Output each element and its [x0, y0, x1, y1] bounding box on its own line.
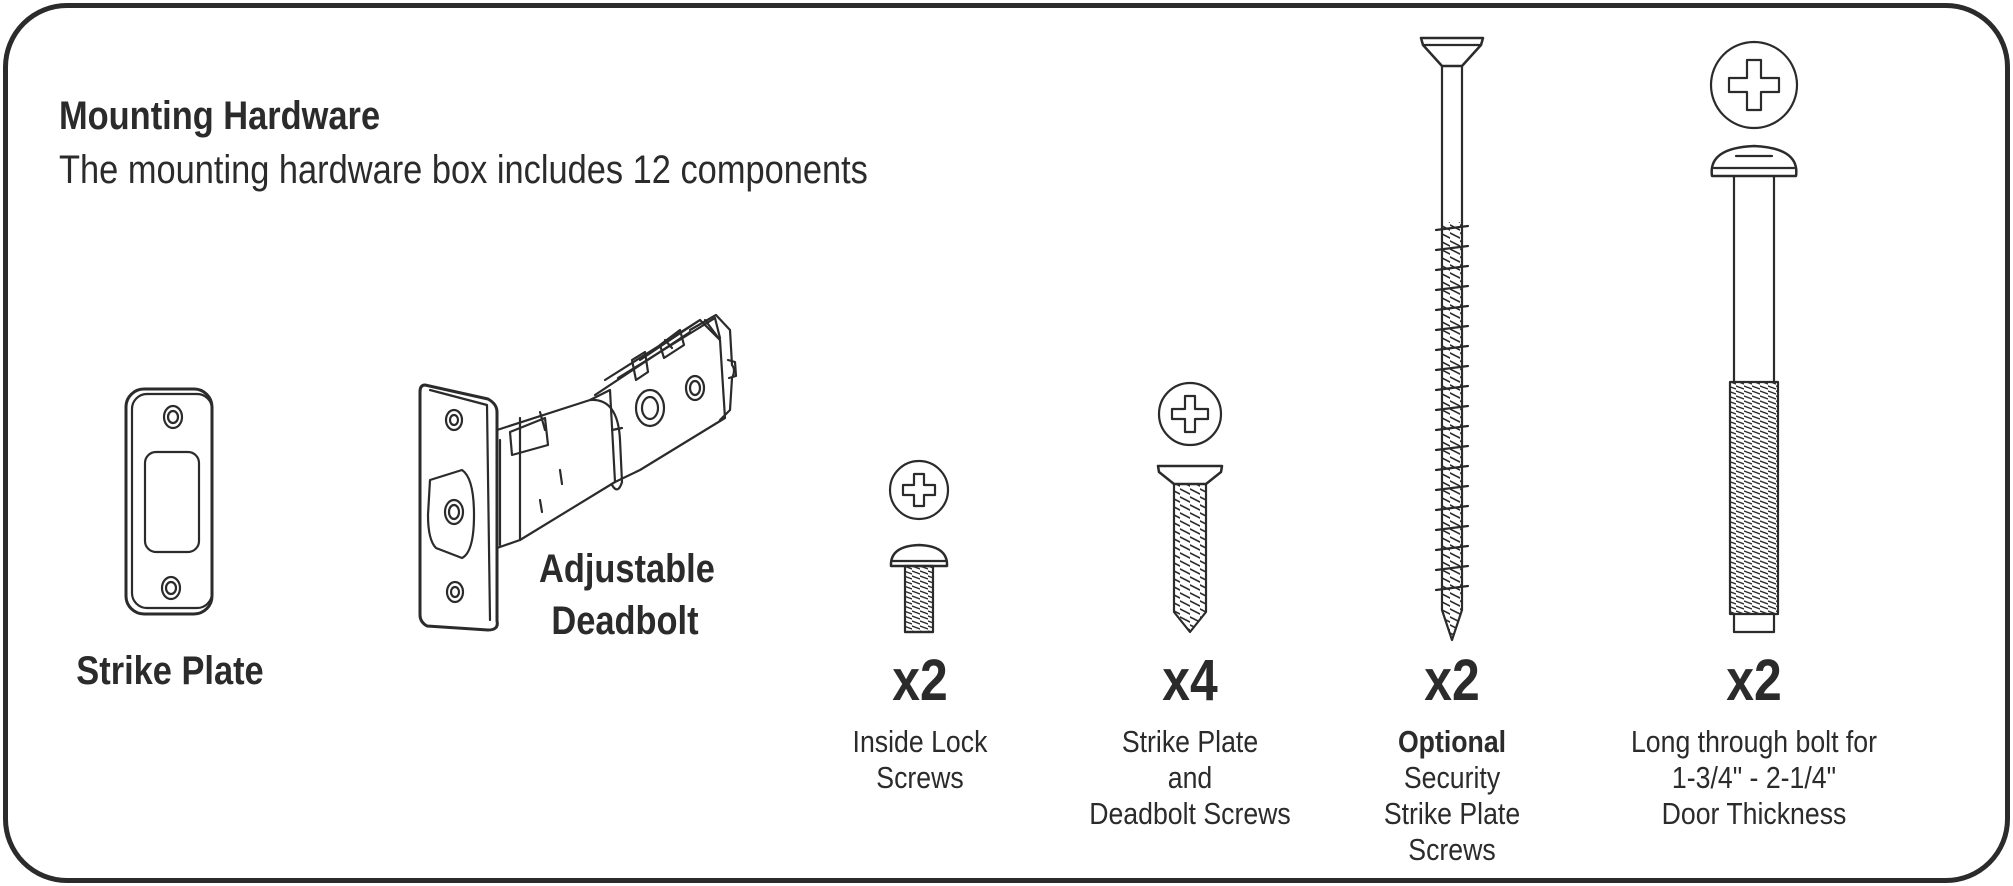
page-title: Mounting Hardware [59, 94, 381, 138]
through-bolt-desc-line1: Long through bolt for [1630, 724, 1878, 759]
security-screw-desc-line2: Security [1403, 760, 1501, 795]
through-bolt-illustration [1709, 40, 1799, 634]
strike-plate-screw-desc-line3: Deadbolt Screws [1089, 796, 1291, 831]
security-screw-optional-label: Optional [1397, 724, 1507, 759]
strike-plate-screw-desc-line1: Strike Plate [1121, 724, 1259, 759]
strike-plate-screw-quantity: x4 [1162, 648, 1218, 713]
deadbolt-label-line1: Adjustable [539, 547, 715, 591]
through-bolt-quantity: x2 [1726, 648, 1782, 713]
strike-plate-label: Strike Plate [76, 649, 264, 693]
deadbolt-label-line2: Deadbolt [551, 599, 699, 643]
inside-lock-screw-illustration [888, 459, 950, 634]
page-subtitle: The mounting hardware box includes 12 co… [59, 148, 868, 192]
inside-lock-screw-quantity: x2 [892, 648, 948, 713]
security-screw-quantity: x2 [1424, 648, 1480, 713]
inside-lock-screw-desc-line1: Inside Lock [852, 724, 988, 759]
through-bolt-desc-line2: 1-3/4" - 2-1/4" [1671, 760, 1837, 795]
deadbolt-illustration [418, 313, 738, 632]
security-screw-desc-line4: Screws [1408, 832, 1496, 867]
security-screw-desc-line3: Strike Plate [1383, 796, 1521, 831]
through-bolt-desc-line3: Door Thickness [1661, 796, 1847, 831]
strike-plate-screw-illustration [1156, 381, 1224, 634]
strike-plate-screw-desc-line2: and [1167, 760, 1213, 795]
inside-lock-screw-desc-line2: Screws [876, 760, 964, 795]
strike-plate-illustration [124, 387, 214, 616]
security-screw-illustration [1419, 36, 1485, 642]
hardware-panel [3, 3, 2010, 883]
